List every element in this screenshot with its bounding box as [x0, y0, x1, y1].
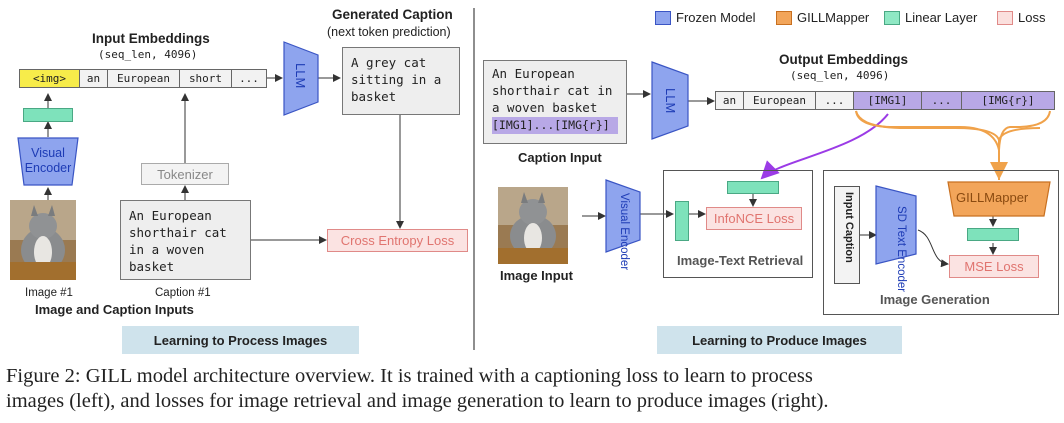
input-embeddings-shape: (seq_len, 4096): [98, 48, 198, 61]
visual-encoder-shape-right: [605, 179, 641, 253]
gillmapper-shape: [947, 181, 1051, 217]
gillmapper-label: GILLMapper: [956, 190, 1029, 205]
llm-shape-right: [651, 61, 689, 140]
mse-loss-box: MSE Loss: [949, 255, 1039, 278]
linear-layer-vertical: [675, 201, 689, 241]
token: an: [716, 92, 744, 109]
token: European: [108, 70, 180, 87]
banner-right: Learning to Produce Images: [657, 326, 902, 354]
generated-caption-sub: (next token prediction): [327, 25, 451, 39]
token-img: <img>: [20, 70, 80, 87]
token: ...: [816, 92, 854, 109]
generated-caption-box: A grey cat sitting in a basket: [342, 47, 460, 115]
retrieval-title: Image-Text Retrieval: [677, 253, 804, 268]
legend-swatch-loss: [997, 11, 1013, 25]
linear-layer-generation: [967, 228, 1019, 241]
input-token-bar: <img> an European short ...: [19, 69, 267, 88]
generated-caption-title: Generated Caption: [332, 7, 453, 22]
llm-label-right: LLM: [663, 88, 678, 114]
figure-caption-line1: Figure 2: GILL model architecture overvi…: [6, 365, 813, 387]
visual-encoder-label-right: Visual Encoder: [618, 193, 630, 271]
token: ...: [232, 70, 266, 87]
output-embeddings-shape: (seq_len, 4096): [790, 69, 890, 82]
cat-image-left: [10, 200, 76, 280]
token: an: [80, 70, 108, 87]
token: ...: [922, 92, 962, 109]
token: European: [744, 92, 816, 109]
retrieval-group: [663, 170, 813, 278]
image-label-left: Image #1: [25, 287, 73, 299]
legend-swatch-gillmapper: [776, 11, 792, 25]
caption-box: An European shorthair cat in a woven bas…: [120, 200, 251, 280]
legend-label: Loss: [1018, 10, 1046, 25]
legend-swatch-frozen: [655, 11, 671, 25]
visual-encoder-label-left: Visual Encoder: [24, 146, 72, 175]
caption-input-img-tokens: [IMG1]...[IMG{r}]: [492, 117, 618, 134]
token-img1: [IMG1]: [854, 92, 922, 109]
cross-entropy-loss-box: Cross Entropy Loss: [327, 229, 468, 252]
sd-text-encoder-shape: [875, 185, 917, 265]
banner-left: Learning to Process Images: [122, 326, 359, 354]
caption-label: Caption #1: [155, 287, 211, 299]
llm-shape-left: [283, 41, 319, 116]
legend-label: Frozen Model: [676, 10, 756, 25]
input-caption-label: Input Caption: [843, 192, 855, 263]
visual-encoder-shape-left: [17, 137, 79, 186]
legend-swatch-linear: [884, 11, 900, 25]
output-embeddings-title: Output Embeddings: [779, 52, 908, 67]
legend-label: GILLMapper: [797, 10, 870, 25]
image-input-label: Image Input: [500, 268, 573, 283]
input-embeddings-title: Input Embeddings: [92, 31, 210, 46]
linear-layer-retrieval: [727, 181, 779, 194]
tokenizer-box: Tokenizer: [141, 163, 229, 185]
generation-group: [823, 170, 1059, 315]
caption-input-label: Caption Input: [518, 150, 602, 165]
caption-input-box: An European shorthair cat in a woven bas…: [483, 60, 627, 144]
figure-caption-line2: images (left), and losses for image retr…: [6, 390, 829, 412]
generation-title: Image Generation: [880, 292, 990, 307]
output-token-bar: an European ... [IMG1] ... [IMG{r}]: [715, 91, 1055, 110]
token: short: [180, 70, 232, 87]
infonce-loss-box: InfoNCE Loss: [706, 207, 802, 230]
caption-input-text: An European shorthair cat in a woven bas…: [492, 66, 613, 115]
legend-label: Linear Layer: [905, 10, 978, 25]
llm-label-left: LLM: [293, 63, 308, 89]
sd-text-encoder-label: SD Text Encoder: [895, 206, 907, 293]
cat-image-right: [498, 187, 568, 264]
inputs-title: Image and Caption Inputs: [35, 302, 194, 317]
token-imgr: [IMG{r}]: [962, 92, 1054, 109]
linear-layer-left: [23, 108, 73, 122]
input-caption-box: [834, 186, 860, 284]
